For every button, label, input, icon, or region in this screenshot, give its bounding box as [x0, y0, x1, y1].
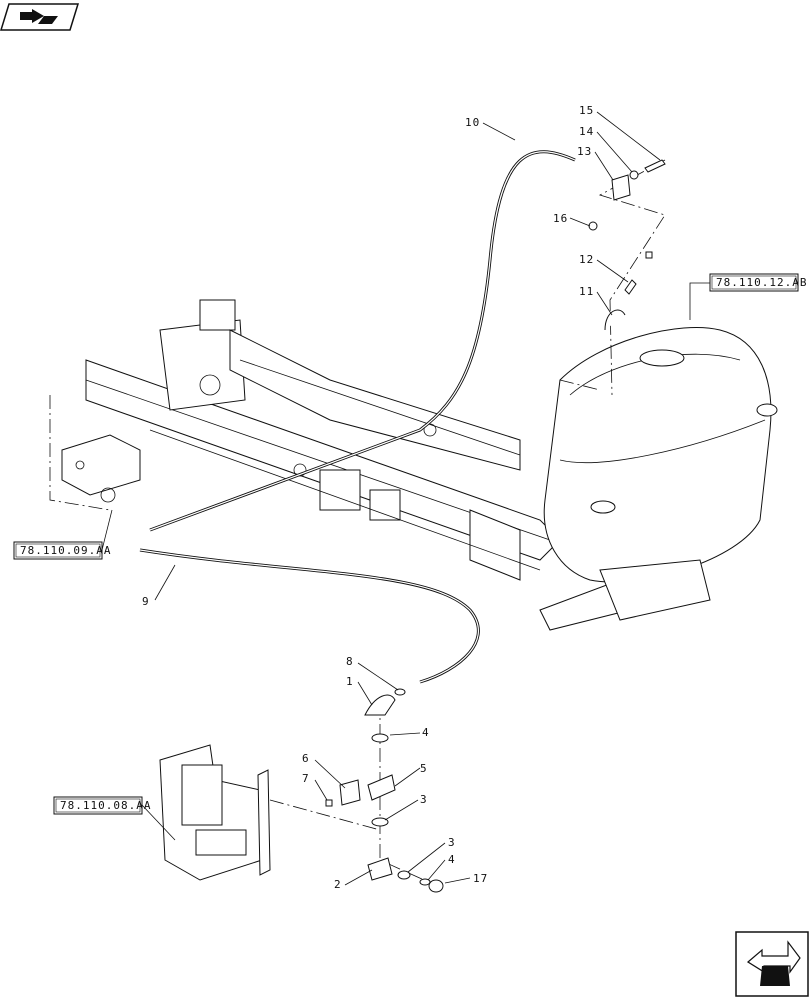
valve-block	[159, 744, 271, 881]
callout-10: 10	[465, 116, 480, 129]
callout-15: 15	[579, 104, 594, 117]
callout-7: 7	[302, 772, 310, 785]
callout-11: 11	[579, 285, 594, 298]
ref-label-valve-block: 78.110.08.AA	[60, 799, 151, 812]
ref-box-tank[interactable]: 78.110.12.AB	[709, 273, 807, 292]
callout-17: 17	[473, 872, 488, 885]
callout-8: 8	[346, 655, 354, 668]
callout-6: 6	[302, 752, 310, 765]
callout-2: 2	[334, 878, 342, 891]
chassis-frame	[85, 299, 631, 631]
callout-12: 12	[579, 253, 594, 266]
left-manifold	[61, 434, 141, 503]
ref-label-manifold: 78.110.09.AA	[20, 544, 111, 557]
ref-box-manifold[interactable]: 78.110.09.AA	[13, 541, 111, 560]
callout-4-upper: 4	[422, 726, 430, 739]
fuel-tank	[543, 327, 778, 621]
callout-4-lower: 4	[448, 853, 456, 866]
callout-9: 9	[142, 595, 150, 608]
callout-5: 5	[420, 762, 428, 775]
callout-13: 13	[577, 145, 592, 158]
ref-label-tank: 78.110.12.AB	[716, 276, 807, 289]
callout-3-upper: 3	[420, 793, 428, 806]
fitting-parts-top	[588, 159, 666, 331]
callout-14: 14	[579, 125, 594, 138]
fitting-parts-center	[325, 688, 444, 893]
callout-leaders	[154, 111, 661, 886]
callout-1: 1	[346, 675, 354, 688]
page-flip-arrow-icon[interactable]	[0, 3, 80, 31]
callout-3-lower: 3	[448, 836, 456, 849]
ref-box-valve-block[interactable]: 78.110.08.AA	[53, 796, 151, 815]
previous-page-arrow-icon[interactable]	[735, 931, 809, 997]
callout-16: 16	[553, 212, 568, 225]
